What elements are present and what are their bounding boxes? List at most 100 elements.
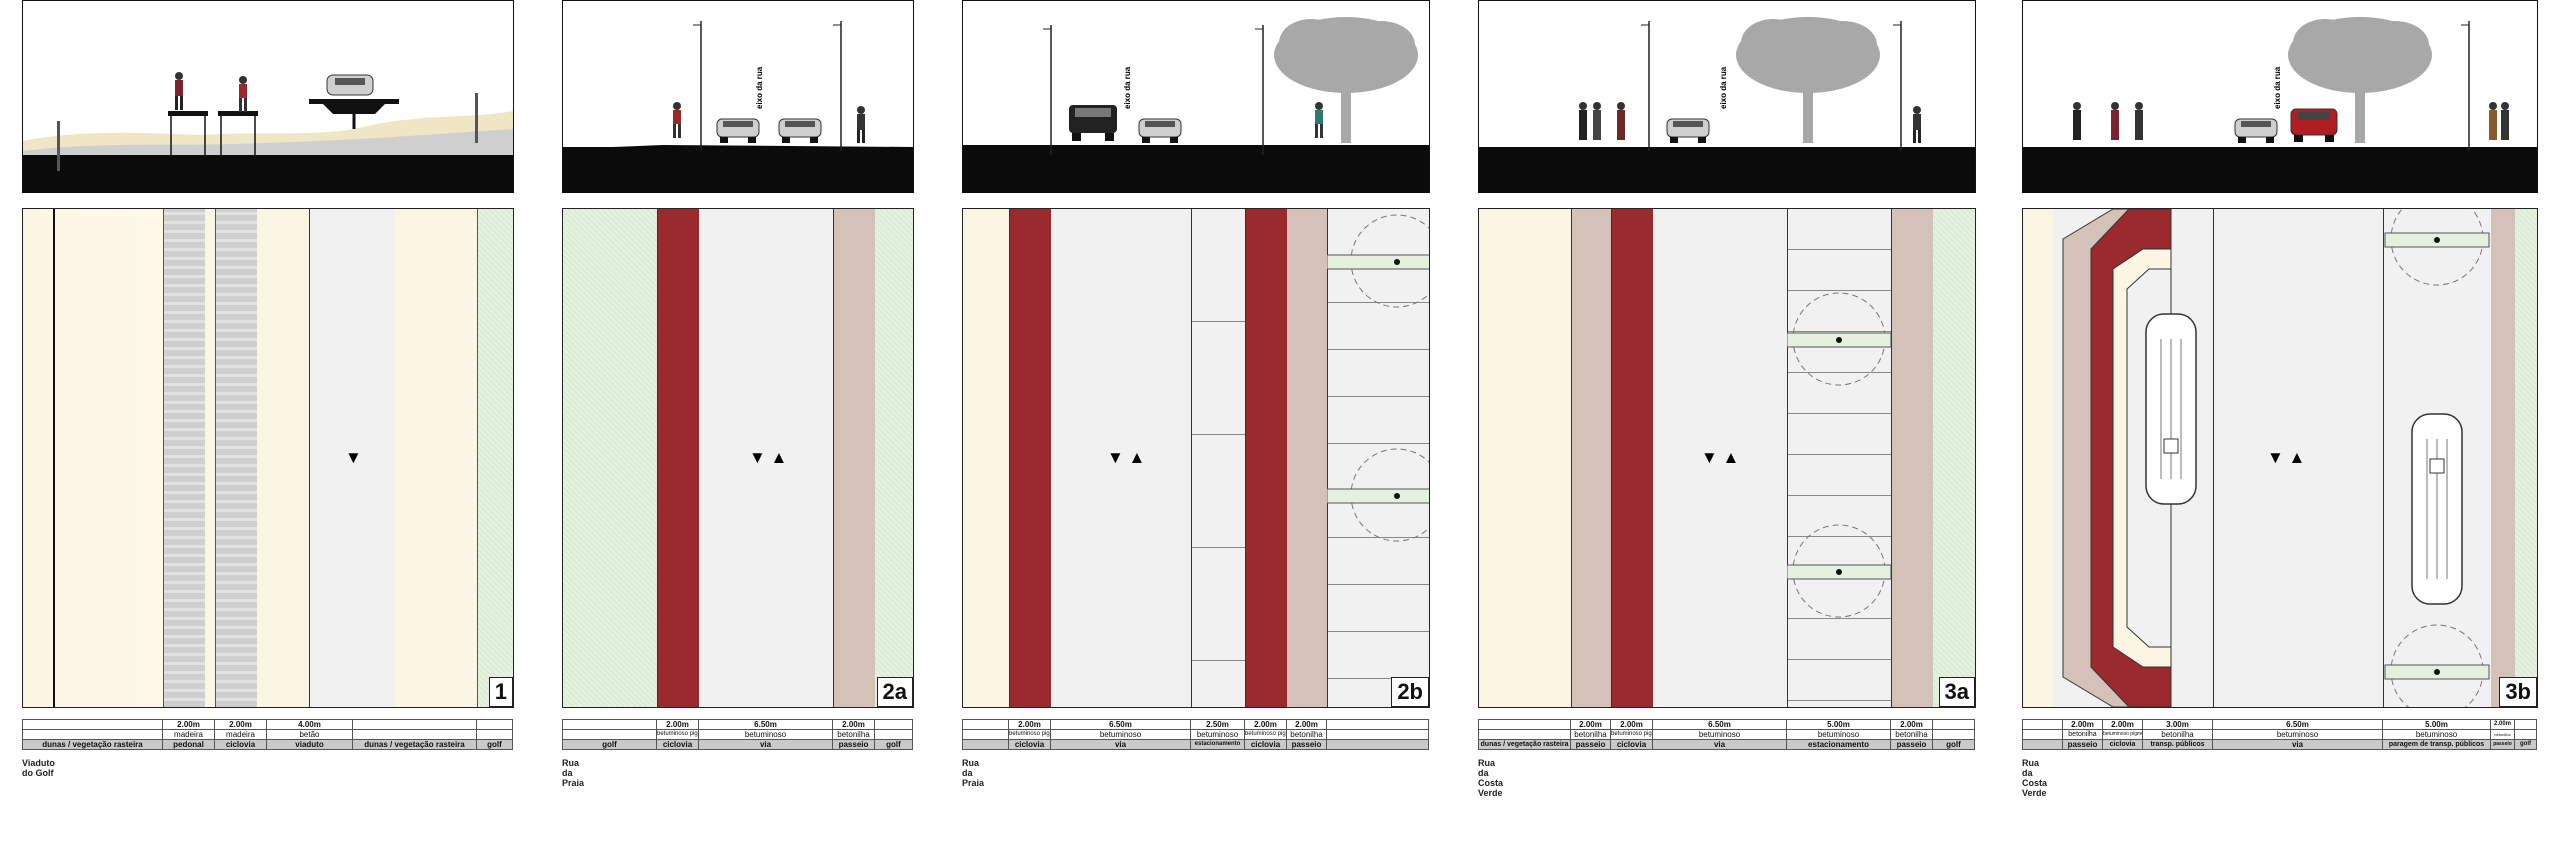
- width-cell: [352, 719, 477, 730]
- width-cell: [962, 719, 1009, 730]
- car-icon: [2234, 118, 2278, 143]
- dunes-strip: [1479, 209, 1571, 707]
- bike-lane-strip: [657, 209, 701, 707]
- street-lamp-icon: [1641, 21, 1650, 151]
- golf-strip: [1933, 209, 1975, 707]
- width-cell: 2.00m: [832, 719, 875, 730]
- material-cell: [352, 729, 477, 740]
- width-cell: 2.00m: [1890, 719, 1933, 730]
- street-lamp-icon: [1043, 25, 1052, 155]
- elevation-3a: eixo da rua: [1478, 0, 1976, 193]
- car-icon: [1138, 118, 1182, 143]
- use-cell: via: [1652, 739, 1787, 750]
- material-cell: [874, 729, 913, 740]
- section-spec-table: 2.00m 2.00m 6.50m 5.00m 2.00m betonilha …: [1478, 719, 1975, 750]
- pedestrian-group-icon: [2073, 102, 2143, 140]
- use-cell: golf: [874, 739, 913, 750]
- width-cell: 2.00m: [2490, 719, 2515, 730]
- material-cell: [1326, 729, 1429, 740]
- material-cell: [562, 729, 657, 740]
- width-cell: 2.00m: [1244, 719, 1287, 730]
- plan-2a: ▼ ▲ 2a: [562, 208, 914, 708]
- use-cell: pedonal: [162, 739, 215, 750]
- gap-strip: [205, 209, 215, 707]
- material-cell: betuminoso: [1786, 729, 1891, 740]
- bike-lane-strip: [1611, 209, 1655, 707]
- pedestrian-icon: [857, 106, 865, 143]
- use-cell: estacionamento: [1786, 739, 1891, 750]
- boardwalk-icon: [168, 111, 258, 156]
- use-cell: via: [1050, 739, 1191, 750]
- width-cell: 6.50m: [698, 719, 833, 730]
- width-cell: 2.00m: [2102, 719, 2143, 730]
- use-cell: estacionamento: [1190, 739, 1245, 750]
- plan-3b: ▼ ▲ 3b: [2022, 208, 2538, 708]
- material-cell: betonilha: [1890, 729, 1933, 740]
- ground-section: [23, 155, 513, 193]
- traffic-direction-arrow: ▼ ▲: [2267, 448, 2306, 467]
- material-cell: betonilha: [1286, 729, 1327, 740]
- use-cell: ciclovia: [2102, 739, 2143, 750]
- ground-section: [963, 145, 1429, 193]
- bike-lane-strip: [1009, 209, 1053, 707]
- width-cell: 6.50m: [1652, 719, 1787, 730]
- elevation-2b: eixo da rua: [962, 0, 1430, 193]
- street-axis-label: eixo da rua: [755, 66, 764, 109]
- material-cell: betuminoso pigmentado: [656, 729, 699, 740]
- viaduct-car-icon: [309, 74, 399, 129]
- road-strip: [2213, 209, 2384, 707]
- cyclist-icon: [1315, 102, 1323, 138]
- sidewalk-strip: [2491, 209, 2516, 707]
- tree-canopy-icon: [1327, 214, 1429, 308]
- use-cell: transp. públicos: [2142, 739, 2213, 750]
- width-cell: [1478, 719, 1571, 730]
- use-cell: dunas / vegetação rasteira: [1478, 739, 1571, 750]
- use-cell: golf: [2514, 739, 2537, 750]
- width-cell: [476, 719, 513, 730]
- pedestrian-icon: [175, 72, 183, 110]
- street-axis-label: eixo da rua: [1123, 66, 1132, 109]
- material-cell: betuminoso pigmentado: [1244, 729, 1287, 740]
- bike-lane-strip: [1245, 209, 1289, 707]
- tree-canopy-icon: [2384, 624, 2490, 707]
- road-strip: [699, 209, 833, 707]
- use-cell: [1326, 739, 1429, 750]
- pedestrian-icon: [1913, 106, 1921, 143]
- dunes-strip: [963, 209, 1009, 707]
- sidewalk-strip: [1891, 209, 1935, 707]
- sidewalk-strip: [1287, 209, 1327, 707]
- section-spec-table: 2.00m 2.00m 3.00m 6.50m 5.00m 2.00m beto…: [2022, 719, 2537, 750]
- use-cell: via: [698, 739, 833, 750]
- section-number: 2b: [1391, 677, 1429, 707]
- width-cell: [562, 719, 657, 730]
- tree-canopy-icon: [1787, 524, 1891, 618]
- material-cell: betuminoso: [1190, 729, 1245, 740]
- material-cell: [2514, 729, 2537, 740]
- post-icon: [475, 93, 478, 143]
- use-cell: ciclovia: [1610, 739, 1653, 750]
- street-name: Rua da Praia: [562, 758, 585, 788]
- traffic-direction-arrow: ▼ ▲: [749, 448, 788, 467]
- ground-section: [1479, 147, 1975, 193]
- material-cell: [962, 729, 1009, 740]
- use-cell: golf: [1932, 739, 1975, 750]
- material-cell: [1478, 729, 1571, 740]
- parking-strip: [1787, 209, 1892, 707]
- width-cell: [2514, 719, 2537, 730]
- street-name: Rua da Praia: [962, 758, 985, 788]
- width-cell: 2.00m: [2062, 719, 2103, 730]
- tree-canopy-icon: [2384, 209, 2490, 286]
- golf-strip: [875, 209, 913, 707]
- width-cell: 3.00m: [2142, 719, 2213, 730]
- width-cell: [22, 719, 163, 730]
- use-cell: [962, 739, 1009, 750]
- use-cell: viaduto: [266, 739, 353, 750]
- material-cell: betuminoso: [1050, 729, 1191, 740]
- dunes-strip: [23, 209, 163, 707]
- material-cell: betuminoso: [1652, 729, 1787, 740]
- material-cell: betuminoso: [698, 729, 833, 740]
- width-cell: [874, 719, 913, 730]
- use-cell: dunas / vegetação rasteira: [352, 739, 477, 750]
- tree-canopy-icon: [1327, 448, 1429, 542]
- street-name: Viaduto do Golf: [22, 758, 55, 778]
